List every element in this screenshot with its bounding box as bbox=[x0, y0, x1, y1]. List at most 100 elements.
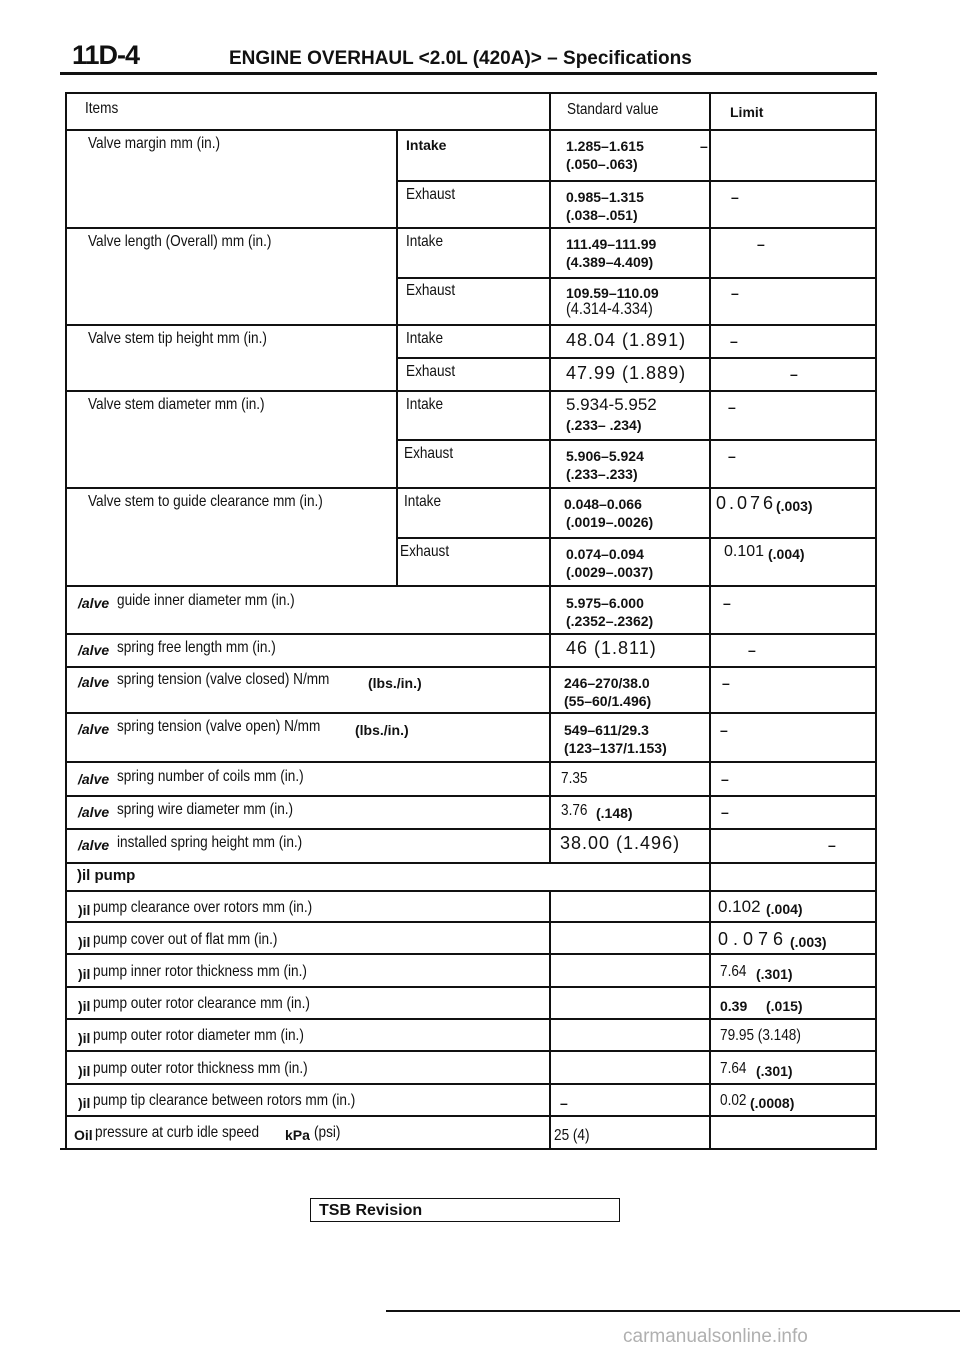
standard-value: 111.49–111.99 bbox=[566, 236, 657, 252]
standard-value: 47.99 (1.889) bbox=[566, 363, 687, 383]
standard-value: 549–611/29.3 bbox=[564, 722, 649, 738]
limit-value: – bbox=[731, 285, 739, 301]
standard-value: (123–137/1.153) bbox=[564, 740, 667, 756]
standard-value: 38.00 (1.496) bbox=[560, 833, 681, 853]
row-label: pump inner rotor thickness mm (in.) bbox=[93, 963, 307, 980]
limit-value: – bbox=[728, 399, 736, 415]
row-rule bbox=[396, 439, 877, 441]
limit-value: – bbox=[728, 448, 736, 464]
row-prefix: )il bbox=[78, 1063, 91, 1079]
sub-label: Exhaust bbox=[406, 282, 456, 299]
row-prefix: )il bbox=[78, 902, 91, 918]
row-rule bbox=[65, 129, 877, 131]
limit-value: – bbox=[730, 333, 738, 349]
row-rule bbox=[65, 953, 877, 955]
limit-unit: (.0008) bbox=[750, 1095, 795, 1111]
sub-label: Exhaust bbox=[404, 445, 454, 462]
row-rule bbox=[65, 487, 877, 489]
limit-value: 0.102 bbox=[718, 897, 761, 916]
row-rule bbox=[65, 795, 877, 797]
limit-value: 0.076 bbox=[716, 493, 777, 513]
limit-value: 79.95 (3.148) bbox=[720, 1027, 801, 1044]
standard-value: 246–270/38.0 bbox=[564, 675, 650, 691]
standard-value: (.0019–.0026) bbox=[566, 514, 654, 530]
row-prefix: /alve bbox=[78, 674, 110, 690]
row-rule bbox=[396, 357, 877, 359]
row-rule bbox=[65, 1115, 877, 1117]
sub-label: Exhaust bbox=[400, 543, 450, 560]
row-label: pump outer rotor clearance mm (in.) bbox=[93, 995, 310, 1012]
row-prefix: /alve bbox=[78, 804, 110, 820]
standard-value: (4.389–4.409) bbox=[566, 254, 654, 270]
row-unit: kPa bbox=[285, 1127, 310, 1143]
row-label: pump cover out of flat mm (in.) bbox=[93, 931, 278, 948]
standard-unit: (.148) bbox=[596, 805, 633, 821]
row-label: pressure at curb idle speed bbox=[95, 1124, 260, 1141]
row-rule bbox=[65, 633, 877, 635]
row-rule bbox=[65, 666, 877, 668]
row-label: guide inner diameter mm (in.) bbox=[117, 592, 295, 609]
limit-unit: (.301) bbox=[756, 966, 793, 982]
row-rule bbox=[65, 227, 877, 229]
standard-value: 5.934-5.952 bbox=[566, 395, 657, 414]
row-unit: (lbs./in.) bbox=[355, 722, 409, 738]
standard-value: (.050–.063) bbox=[566, 156, 638, 172]
section-heading-oil-pump: )il pump bbox=[77, 867, 136, 884]
column-header-items: Items bbox=[85, 100, 119, 117]
row-rule bbox=[65, 712, 877, 714]
standard-value: 7.35 bbox=[561, 770, 588, 787]
limit-value: – bbox=[828, 837, 836, 853]
row-rule bbox=[65, 862, 877, 864]
row-label: installed spring height mm (in.) bbox=[117, 834, 303, 851]
row-label: Valve margin mm (in.) bbox=[88, 135, 221, 152]
standard-value: – bbox=[560, 1095, 568, 1111]
standard-value: (4.314-4.334) bbox=[566, 299, 653, 318]
row-prefix: /alve bbox=[78, 837, 110, 853]
row-prefix: )il bbox=[78, 1030, 91, 1046]
standard-value: (.233– .234) bbox=[566, 417, 642, 433]
limit-value: – bbox=[700, 138, 708, 154]
standard-value: 25 (4) bbox=[554, 1127, 590, 1144]
row-label: spring free length mm (in.) bbox=[117, 639, 276, 656]
page-title: ENGINE OVERHAUL <2.0L (420A)> – Specific… bbox=[229, 48, 692, 69]
sub-label: Intake bbox=[406, 137, 447, 153]
row-prefix: /alve bbox=[78, 721, 110, 737]
standard-value: 109.59–110.09 bbox=[566, 285, 659, 301]
row-label: spring wire diameter mm (in.) bbox=[117, 801, 294, 818]
sub-label: Intake bbox=[404, 493, 442, 510]
sub-label: Intake bbox=[406, 233, 444, 250]
limit-unit: (.004) bbox=[766, 901, 803, 917]
row-label: Valve length (Overall) mm (in.) bbox=[88, 233, 272, 250]
row-label: Valve stem tip height mm (in.) bbox=[88, 330, 267, 347]
row-label: spring tension (valve closed) N/mm bbox=[117, 671, 330, 688]
limit-unit: (.301) bbox=[756, 1063, 793, 1079]
limit-value: 0.39 bbox=[720, 998, 748, 1014]
row-rule bbox=[65, 1083, 877, 1085]
watermark: carmanualsonline.info bbox=[623, 1326, 808, 1347]
row-label: pump outer rotor diameter mm (in.) bbox=[93, 1027, 304, 1044]
standard-value: 5.975–6.000 bbox=[566, 595, 644, 611]
page-header: 11D-4 ENGINE OVERHAUL <2.0L (420A)> – Sp… bbox=[72, 40, 692, 71]
row-prefix: Oil bbox=[74, 1127, 93, 1143]
standard-value: 0.048–0.066 bbox=[564, 496, 642, 512]
row-rule bbox=[65, 1050, 877, 1052]
limit-value: 7.64 bbox=[720, 963, 747, 980]
standard-value: 0.985–1.315 bbox=[566, 189, 644, 205]
row-rule bbox=[65, 585, 877, 587]
sub-label: Exhaust bbox=[406, 363, 456, 380]
row-rule bbox=[65, 828, 877, 830]
row-rule bbox=[396, 537, 877, 539]
row-label: pump tip clearance between rotors mm (in… bbox=[93, 1092, 356, 1109]
row-prefix: )il bbox=[78, 966, 91, 982]
limit-value: – bbox=[720, 722, 728, 738]
table-top-border bbox=[65, 92, 877, 94]
sub-label: Exhaust bbox=[406, 186, 456, 203]
table-left-border bbox=[65, 92, 67, 1149]
limit-value: – bbox=[721, 804, 729, 820]
row-rule bbox=[65, 921, 877, 923]
limit-value: – bbox=[731, 189, 739, 205]
standard-value: 0.074–0.094 bbox=[566, 546, 644, 562]
limit-value: 0.076 bbox=[718, 929, 789, 949]
limit-value: 7.64 bbox=[720, 1060, 747, 1077]
limit-value: – bbox=[790, 366, 798, 382]
